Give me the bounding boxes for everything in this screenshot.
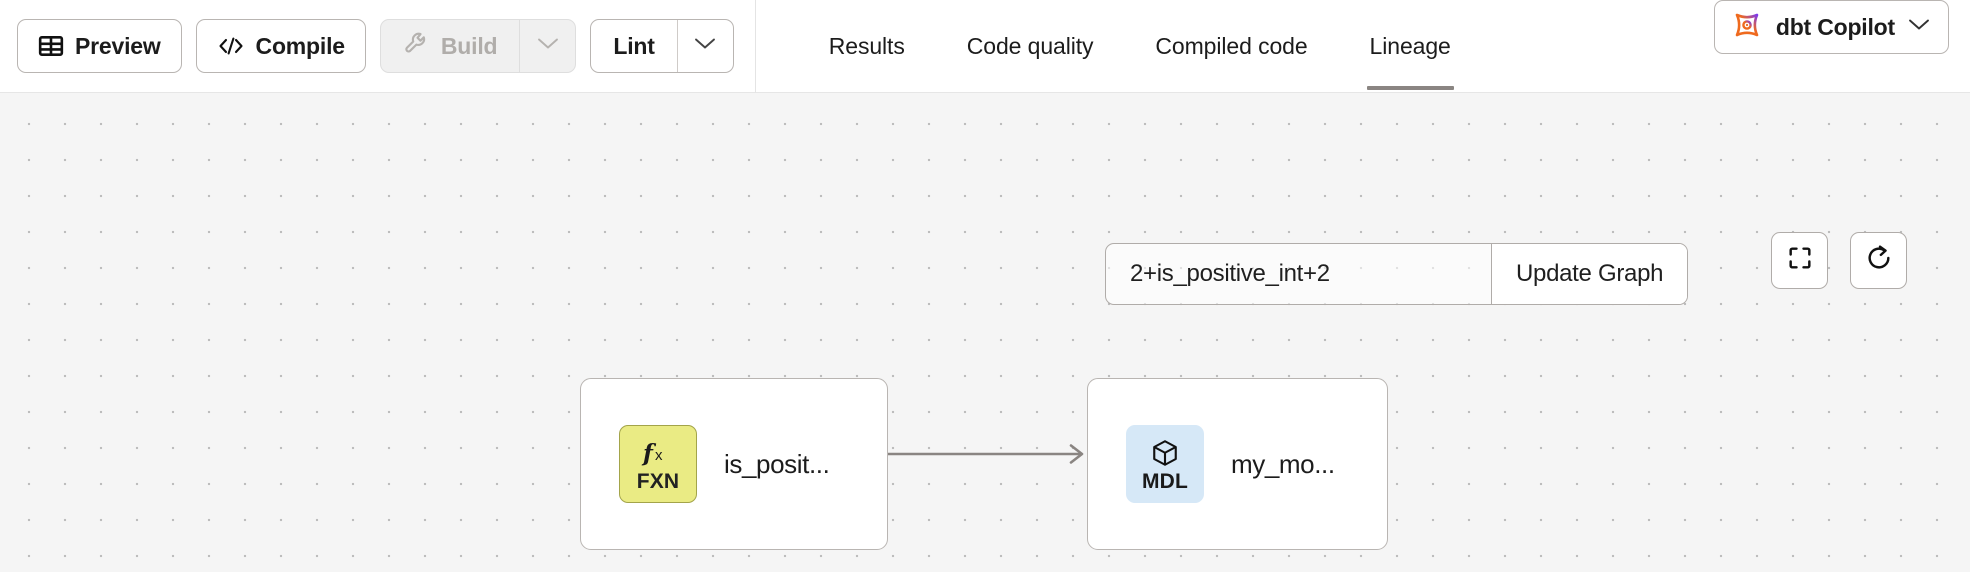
- svg-text:x: x: [655, 447, 663, 464]
- reset-graph-button[interactable]: [1850, 232, 1907, 289]
- lint-button-label: Lint: [613, 32, 655, 59]
- tab-lineage[interactable]: Lineage: [1339, 0, 1482, 92]
- tab-code-quality[interactable]: Code quality: [936, 0, 1125, 92]
- code-brackets-icon: [217, 34, 245, 58]
- dbt-copilot-label: dbt Copilot: [1775, 13, 1895, 40]
- preview-button-label: Preview: [75, 32, 161, 59]
- result-tabs: Results Code quality Compiled code Linea…: [798, 0, 1970, 92]
- editor-header: Preview Compile Build: [0, 0, 1970, 93]
- chevron-down-icon: [537, 37, 559, 55]
- build-dropdown-toggle: [519, 20, 575, 72]
- wrench-icon: [403, 30, 430, 63]
- tab-code-quality-label: Code quality: [966, 32, 1094, 59]
- update-graph-label: Update Graph: [1516, 260, 1664, 287]
- fxn-badge-tag: FXN: [636, 470, 680, 493]
- toolbar-tabs-divider: [754, 0, 756, 93]
- lineage-node-my-model[interactable]: MDL my_mo...: [1087, 378, 1388, 550]
- graph-selector-bar: Update Graph: [1105, 243, 1689, 305]
- node-selector-input[interactable]: [1106, 244, 1491, 304]
- cube-model-icon: [1150, 436, 1180, 470]
- lineage-edge-is-positive-int-to-my-model: [885, 443, 1090, 470]
- update-graph-button[interactable]: Update Graph: [1491, 244, 1688, 304]
- mdl-badge-tag: MDL: [1141, 470, 1189, 493]
- lineage-node-label: is_posit...: [724, 448, 830, 479]
- chevron-down-icon: [1908, 18, 1930, 36]
- dbt-copilot-atom-icon: [1731, 9, 1763, 46]
- lint-dropdown-toggle[interactable]: [676, 20, 733, 72]
- chevron-down-icon: [694, 37, 716, 55]
- build-button: Build: [381, 20, 520, 72]
- fxn-badge: f x FXN: [619, 425, 697, 503]
- build-button-label: Build: [440, 32, 498, 59]
- tab-results[interactable]: Results: [798, 0, 936, 92]
- tab-lineage-label: Lineage: [1369, 32, 1451, 59]
- fit-to-screen-button[interactable]: [1771, 232, 1828, 289]
- compile-button[interactable]: Compile: [195, 19, 366, 73]
- mdl-badge: MDL: [1126, 425, 1204, 503]
- table-grid-icon: [38, 33, 64, 59]
- tab-compiled-code-label: Compiled code: [1155, 32, 1308, 59]
- build-button-group: Build: [379, 19, 577, 73]
- preview-button[interactable]: Preview: [17, 19, 182, 73]
- lint-button[interactable]: Lint: [591, 20, 676, 72]
- compile-button-label: Compile: [255, 32, 346, 59]
- editor-toolbar: Preview Compile Build: [0, 0, 734, 92]
- dbt-copilot-button[interactable]: dbt Copilot: [1713, 0, 1949, 54]
- lineage-node-is-positive-int[interactable]: f x FXN is_posit...: [580, 378, 888, 550]
- fullscreen-fit-icon: [1786, 244, 1814, 277]
- refresh-icon: [1865, 244, 1893, 277]
- tab-compiled-code[interactable]: Compiled code: [1124, 0, 1338, 92]
- tab-results-label: Results: [828, 32, 905, 59]
- lint-button-group[interactable]: Lint: [590, 19, 734, 73]
- lineage-canvas[interactable]: Update Graph: [0, 93, 1970, 572]
- function-fx-icon: f x: [640, 436, 676, 470]
- lineage-node-label: my_mo...: [1231, 448, 1335, 479]
